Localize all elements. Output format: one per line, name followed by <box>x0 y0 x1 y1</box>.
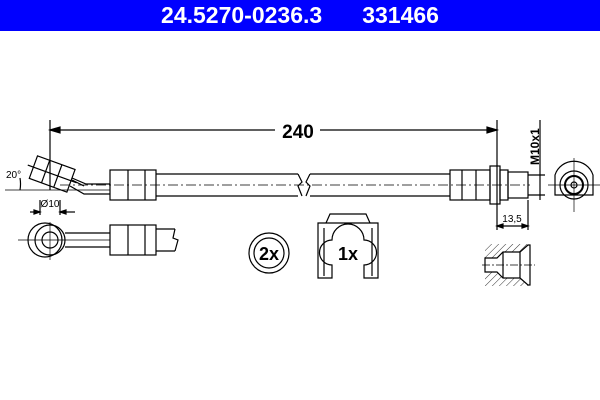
clip-qty-label: 1x <box>338 244 358 264</box>
thread-dimension: M10x1 <box>528 120 545 200</box>
clip-icon: 1x <box>317 213 379 279</box>
eye-diameter-label: Ø10 <box>41 199 60 210</box>
length-label: 240 <box>282 122 314 143</box>
thread-label: M10x1 <box>528 128 542 165</box>
part-number: 24.5270-0236.3 <box>161 2 323 28</box>
length-dimension: 240 <box>47 120 500 200</box>
fitting-length-dimension: 13,5 <box>495 200 530 230</box>
title-bar: 24.5270-0236.3 331466 <box>0 0 600 31</box>
port-section-icon <box>482 244 535 286</box>
washer-qty-label: 2x <box>259 244 279 264</box>
angle-label: 20° <box>6 170 21 181</box>
crimp-fitting-right <box>449 165 529 205</box>
banjo-fitting-angled: 20° <box>5 155 110 195</box>
end-view <box>548 158 600 212</box>
reference-number: 331466 <box>362 2 439 28</box>
banjo-eye-view: Ø10 <box>18 199 179 260</box>
hose-body <box>60 173 530 197</box>
fitting-length-label: 13,5 <box>502 214 522 225</box>
washer-icon: 2x <box>248 232 290 274</box>
